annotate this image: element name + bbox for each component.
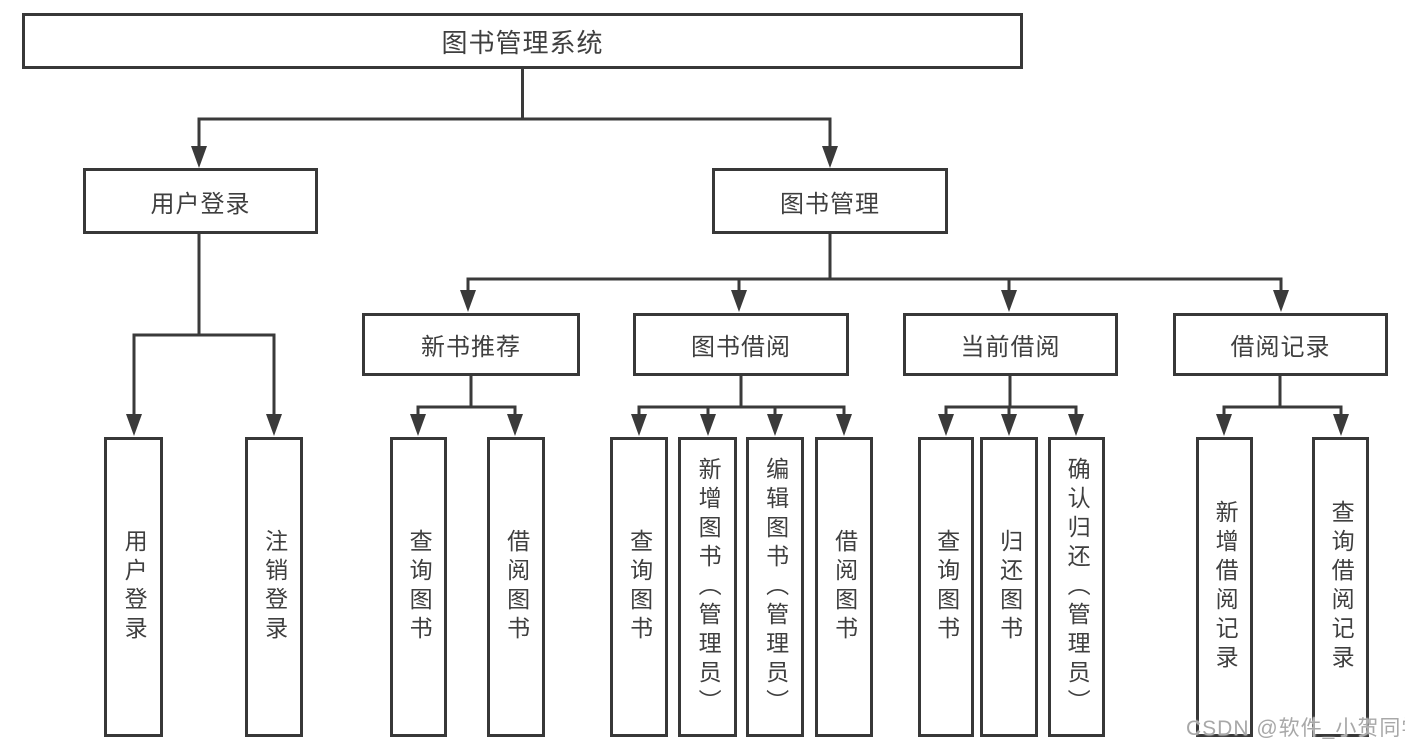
leaf-confirm-return-admin-label: 确认归还（管理员）	[1064, 456, 1091, 718]
leaf-query-books-recommend: 查询图书	[390, 437, 447, 737]
leaf-query-books-recommend-label: 查询图书	[406, 529, 433, 645]
node-current-borrow: 当前借阅	[903, 313, 1118, 376]
node-book-management-label: 图书管理	[780, 190, 880, 218]
leaf-query-books-current: 查询图书	[918, 437, 974, 737]
node-book-management: 图书管理	[712, 168, 948, 234]
node-root-label: 图书管理系统	[441, 27, 604, 58]
node-borrow-records: 借阅记录	[1173, 313, 1388, 376]
connector-user-login	[132, 232, 276, 418]
arrowheads-user-login	[126, 414, 282, 436]
leaf-query-books-borrow: 查询图书	[610, 437, 668, 737]
leaf-logout: 注销登录	[245, 437, 303, 737]
arrowheads-root	[191, 146, 838, 168]
leaf-query-books-current-label: 查询图书	[933, 529, 960, 645]
leaf-borrow-books-label: 借阅图书	[831, 529, 858, 645]
node-new-book-recommend-label: 新书推荐	[421, 334, 521, 361]
node-user-login-label: 用户登录	[150, 190, 251, 218]
leaf-borrow-books-recommend: 借阅图书	[487, 437, 545, 737]
leaf-add-borrow-record: 新增借阅记录	[1196, 437, 1253, 737]
node-root: 图书管理系统	[22, 13, 1023, 69]
arrowheads-book-borrow	[631, 414, 852, 436]
node-user-login: 用户登录	[83, 168, 318, 234]
leaf-return-book-label: 归还图书	[996, 529, 1023, 645]
connector-root	[197, 66, 832, 150]
leaf-edit-book-admin-label: 编辑图书（管理员）	[762, 456, 789, 718]
leaf-edit-book-admin: 编辑图书（管理员）	[746, 437, 804, 737]
connector-current-borrow	[944, 374, 1078, 418]
connector-new-book-recommend	[416, 374, 517, 418]
node-current-borrow-label: 当前借阅	[960, 334, 1061, 361]
leaf-query-books-borrow-label: 查询图书	[626, 529, 653, 645]
arrowheads-book-management	[460, 290, 1289, 312]
arrowheads-current-borrow	[938, 414, 1084, 436]
leaf-user-login-label: 用户登录	[121, 529, 148, 645]
arrowheads-borrow-records	[1216, 414, 1349, 436]
arrowheads-new-book-recommend	[410, 414, 523, 436]
node-borrow-records-label: 借阅记录	[1230, 334, 1331, 361]
leaf-logout-label: 注销登录	[261, 529, 288, 645]
leaf-confirm-return-admin: 确认归还（管理员）	[1048, 437, 1105, 737]
leaf-user-login: 用户登录	[104, 437, 163, 737]
leaf-add-borrow-record-label: 新增借阅记录	[1212, 500, 1239, 674]
connector-book-borrow	[637, 374, 846, 418]
leaf-add-book-admin-label: 新增图书（管理员）	[695, 456, 722, 718]
node-book-borrow-label: 图书借阅	[691, 334, 791, 361]
node-book-borrow: 图书借阅	[633, 313, 849, 376]
leaf-borrow-books: 借阅图书	[815, 437, 873, 737]
node-new-book-recommend: 新书推荐	[362, 313, 580, 376]
leaf-query-borrow-record: 查询借阅记录	[1312, 437, 1369, 737]
leaf-return-book: 归还图书	[980, 437, 1038, 737]
leaf-borrow-books-recommend-label: 借阅图书	[503, 529, 530, 645]
connector-borrow-records	[1222, 374, 1343, 418]
leaf-query-borrow-record-label: 查询借阅记录	[1328, 500, 1355, 674]
csdn-watermark: CSDN @软件_小贺同学	[1186, 717, 1405, 740]
leaf-add-book-admin: 新增图书（管理员）	[678, 437, 737, 737]
connector-book-management	[466, 232, 1283, 294]
